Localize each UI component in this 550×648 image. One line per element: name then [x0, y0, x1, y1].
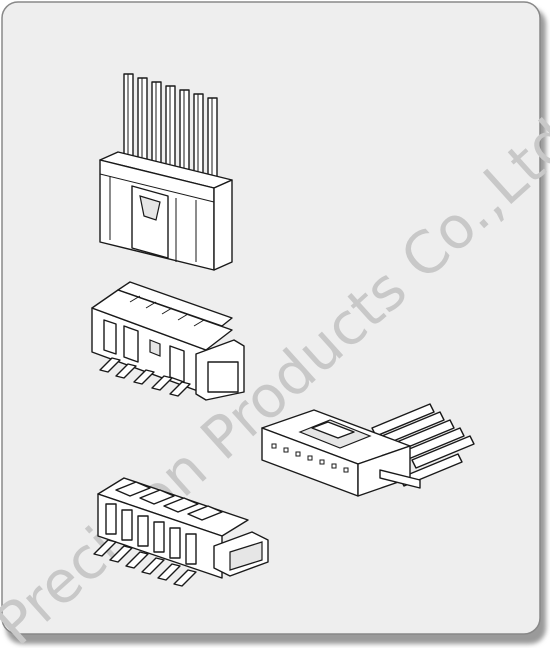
side-entry-wafer-icon	[91, 281, 245, 401]
crimp-housing-with-wires-icon	[261, 403, 475, 497]
right-angle-smt-header-icon	[93, 477, 269, 587]
vertical-pin-header-icon	[99, 73, 233, 271]
